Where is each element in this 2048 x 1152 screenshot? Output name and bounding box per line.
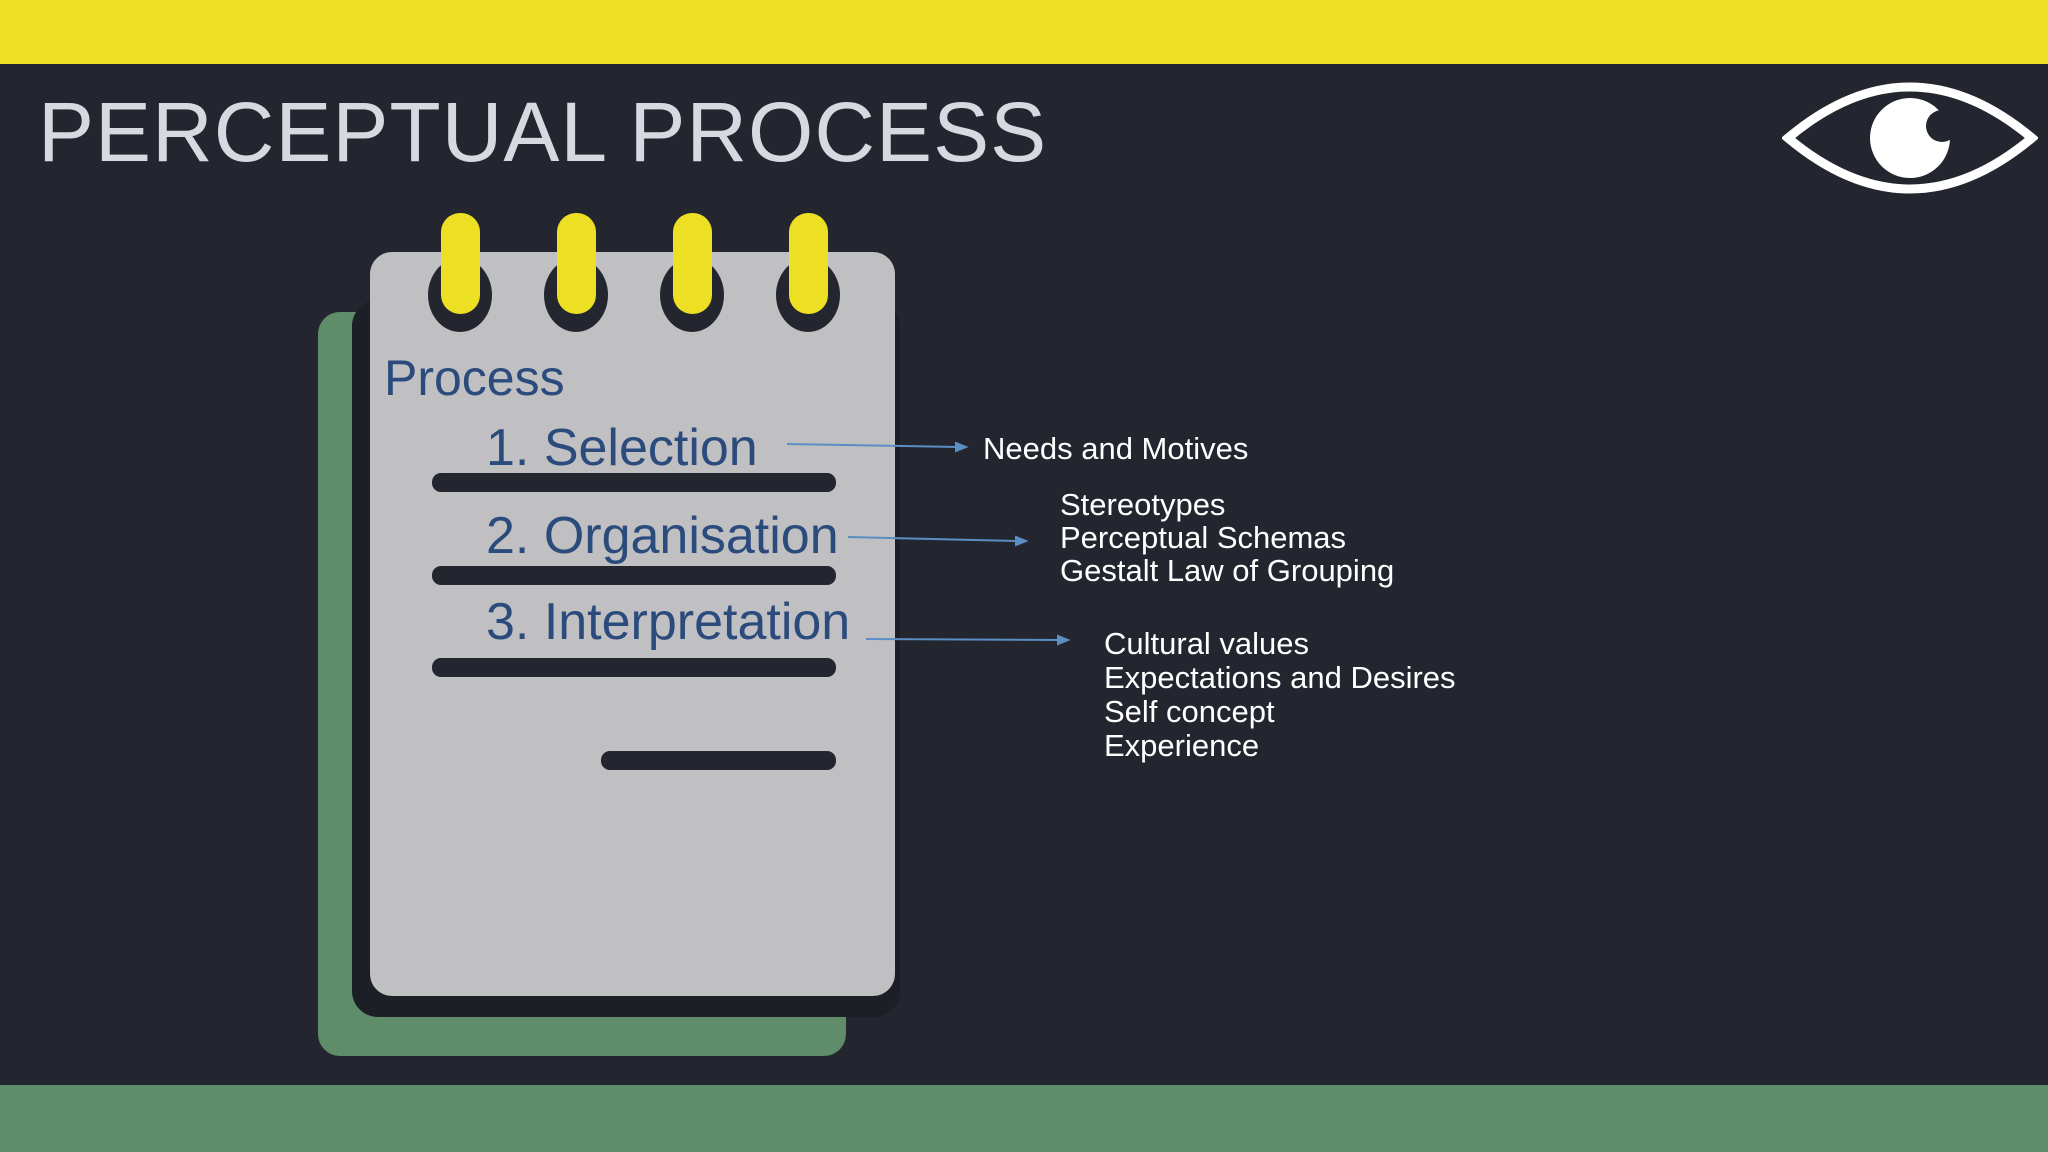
factor-item: Perceptual Schemas — [1060, 520, 1347, 555]
bottom-accent-bar — [0, 1085, 2048, 1152]
step-organisation: 2. Organisation — [486, 507, 839, 565]
factor-item: Cultural values — [1104, 626, 1310, 661]
factor-item: Stereotypes — [1060, 487, 1226, 522]
factor-item: Self concept — [1104, 694, 1275, 729]
factor-item: Gestalt Law of Grouping — [1060, 553, 1395, 588]
underline-bar — [432, 473, 836, 492]
spiral-rings — [428, 213, 840, 332]
notepad-heading: Process — [384, 350, 565, 406]
factor-item: Needs and Motives — [983, 431, 1249, 466]
organisation-factors: Stereotypes Perceptual Schemas Gestalt L… — [1060, 488, 1394, 587]
underline-bar — [432, 566, 836, 585]
selection-arrowhead — [955, 441, 969, 453]
interpretation-arrow — [865, 638, 1061, 641]
spiral-ring — [673, 213, 712, 314]
spiral-ring — [557, 213, 596, 314]
factor-item: Expectations and Desires — [1104, 660, 1456, 695]
factor-item: Experience — [1104, 728, 1260, 763]
slide-title: PERCEPTUAL PROCESS — [38, 85, 1048, 179]
spiral-ring — [789, 213, 828, 314]
interpretation-arrowhead — [1057, 634, 1071, 646]
interpretation-factors: Cultural values Expectations and Desires… — [1104, 627, 1456, 763]
underline-bar — [601, 751, 836, 770]
step-selection: 1. Selection — [486, 419, 758, 477]
selection-factors: Needs and Motives — [983, 432, 1248, 465]
spiral-ring — [441, 213, 480, 314]
underline-bar — [432, 658, 836, 677]
selection-arrow — [786, 443, 959, 448]
organisation-arrowhead — [1015, 535, 1029, 547]
top-accent-bar — [0, 0, 2048, 64]
eye-icon — [1782, 82, 2038, 194]
step-interpretation: 3. Interpretation — [486, 593, 851, 651]
organisation-arrow — [847, 536, 1019, 542]
notepad-page — [370, 252, 895, 996]
